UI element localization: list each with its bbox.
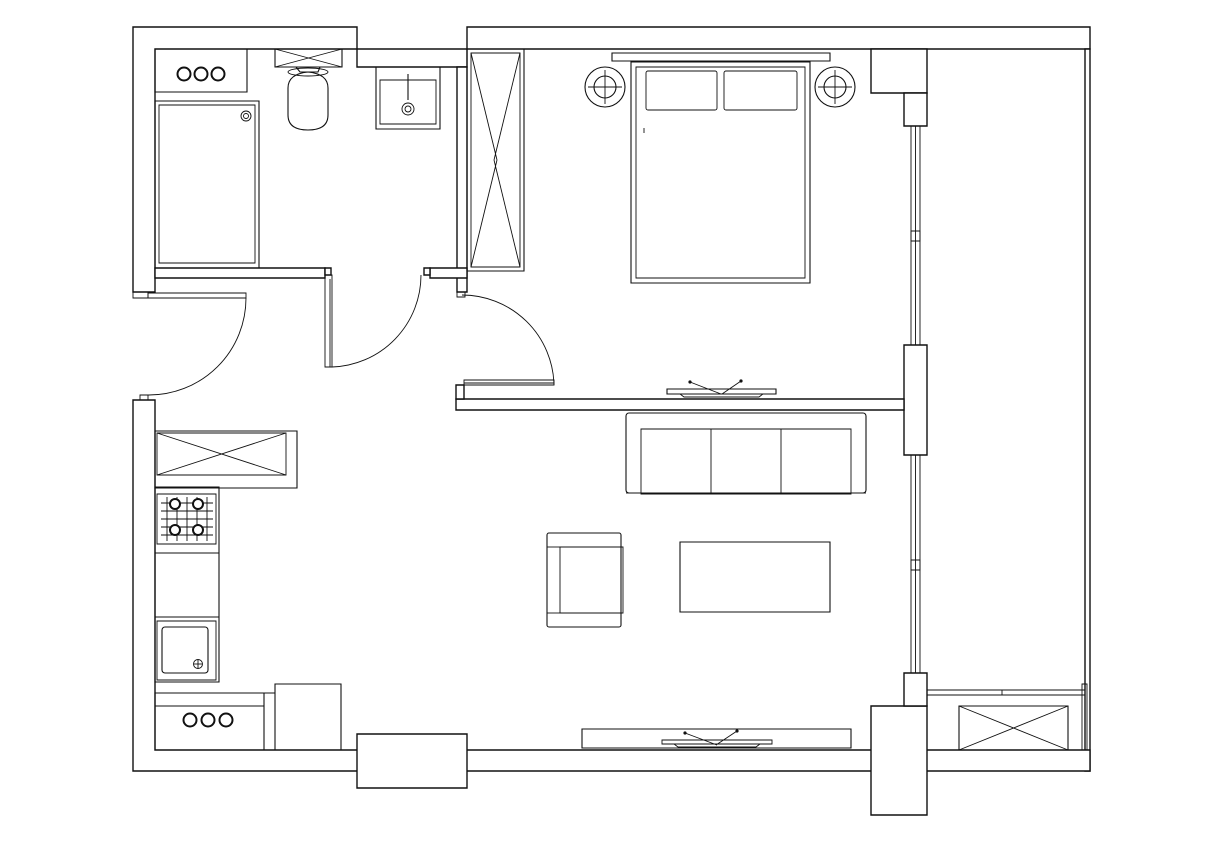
windows: [911, 126, 1087, 750]
bathroom: [155, 49, 440, 268]
counter-knob-icon: [184, 714, 197, 727]
window-bedroom: [911, 126, 920, 345]
nightstand-lamp-right-icon: [815, 67, 855, 107]
wall-pillar-bottom-right: [871, 706, 927, 815]
counter-knob-icon: [212, 68, 225, 81]
counter-knob-icon: [195, 68, 208, 81]
wall-post-bottom-right: [904, 673, 927, 706]
wall-bathroom-bottom-left: [155, 268, 325, 278]
wall-post-top-right: [904, 93, 927, 126]
wall-pillar-top-right: [871, 49, 927, 93]
wall-pillar-middle-right: [904, 345, 927, 455]
bed-headboard: [612, 53, 830, 61]
window-living-room: [911, 455, 920, 673]
pillow-right: [724, 71, 797, 110]
wall-stub-bathroom-right: [424, 268, 430, 275]
kitchen: [155, 431, 341, 750]
wall-bathroom-bedroom: [457, 67, 467, 292]
counter-knob-icon: [220, 714, 233, 727]
bathroom-counter: [155, 49, 247, 92]
counter-knob-icon: [202, 714, 215, 727]
balcony: [959, 706, 1068, 750]
interior-walls: [155, 67, 904, 410]
wall-bottom: [133, 400, 1090, 771]
bedroom: [467, 49, 855, 397]
toilet: [275, 49, 342, 130]
wall-right-outer: [1085, 49, 1090, 771]
counter-knob-icon: [178, 68, 191, 81]
coffee-table: [680, 542, 830, 612]
nightstand-lamp-left-icon: [585, 67, 625, 107]
exterior-walls: [133, 27, 1090, 815]
living-room: [547, 413, 866, 748]
fridge: [275, 684, 341, 750]
sink-drain-icon: [402, 103, 414, 115]
living-room-tv: [582, 729, 851, 748]
wardrobe: [467, 49, 524, 271]
wall-stub-bedroom-left: [456, 385, 464, 399]
window-balcony: [927, 684, 1087, 750]
kitchen-upper-cabinet: [155, 431, 297, 488]
balcony-cabinet: [959, 706, 1068, 750]
wall-top-right: [467, 27, 1090, 49]
doors: [133, 275, 554, 400]
bathtub-drain-icon: [241, 111, 251, 121]
gas-hob-icon: [157, 494, 216, 544]
bathtub: [155, 101, 259, 268]
wall-stub-bathroom-left: [325, 268, 331, 275]
bedroom-door: [457, 292, 554, 385]
kitchen-bottom-counter: [155, 693, 264, 750]
wall-pillar-bottom-left: [357, 734, 467, 788]
bathroom-sink: [376, 67, 440, 129]
armchair: [547, 533, 623, 627]
wall-bathroom-bottom-right: [430, 268, 467, 278]
double-bed: [631, 62, 810, 283]
front-door: [133, 292, 246, 400]
pillow-left: [646, 71, 717, 110]
bedroom-tv: [667, 379, 776, 397]
sofa: [626, 413, 866, 494]
wall-bedroom-bottom: [456, 399, 904, 410]
kitchen-sink: [157, 621, 216, 680]
bathroom-door: [325, 275, 421, 367]
